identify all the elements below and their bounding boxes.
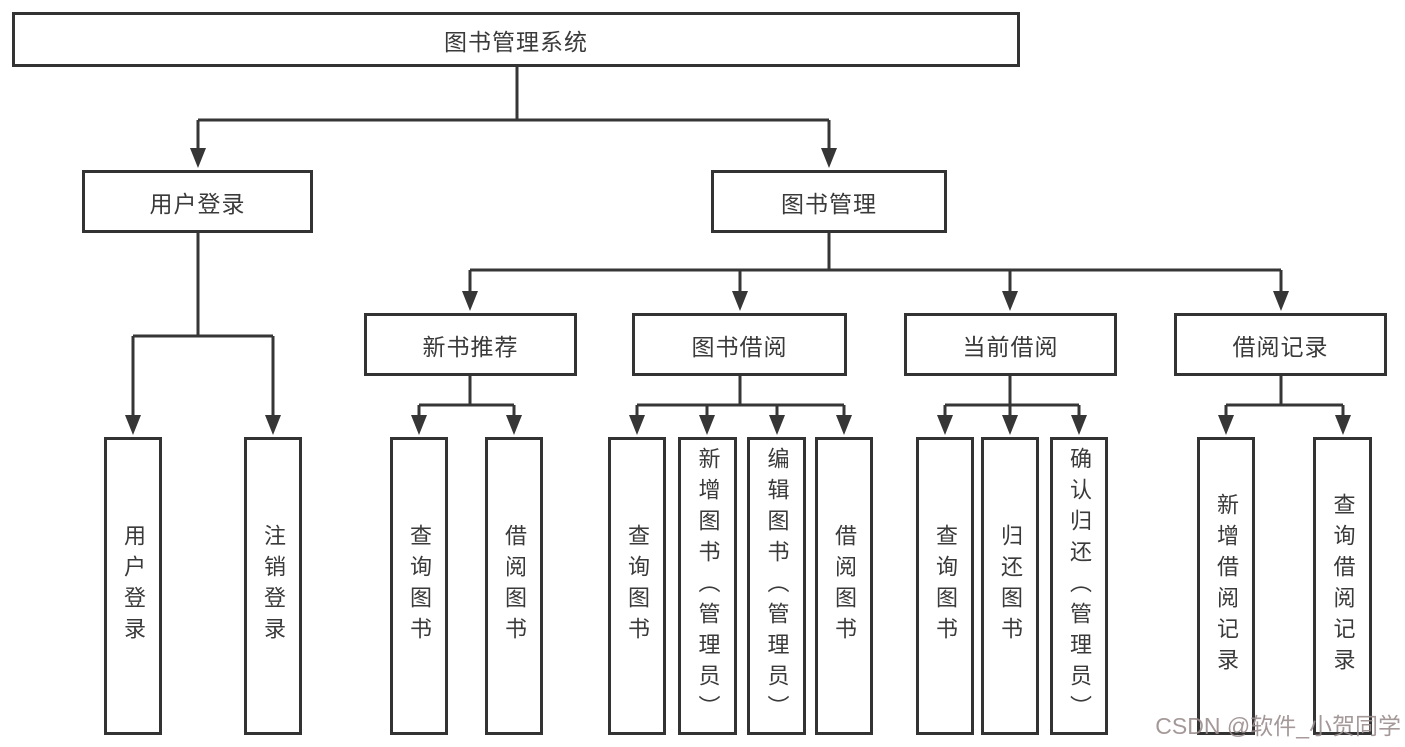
node-library-management-system-label: 图书管理系统 — [444, 28, 588, 55]
arrow-down-icon — [265, 415, 281, 435]
node-current-borrowing: 当前借阅 — [904, 313, 1117, 376]
node-library-management-system: 图书管理系统 — [12, 12, 1020, 67]
leaf-edit-book-admin: 编辑图书（管理员） — [747, 437, 806, 735]
arrow-down-icon — [1002, 415, 1018, 435]
leaf-query-books-borrowing-label: 查询图书 — [625, 524, 650, 648]
arrow-down-icon — [1002, 291, 1018, 311]
node-borrowing-records-label: 借阅记录 — [1232, 333, 1329, 360]
leaf-return-book-label: 归还图书 — [998, 524, 1023, 648]
arrow-down-icon — [411, 415, 427, 435]
leaf-query-books-current: 查询图书 — [916, 437, 974, 735]
leaf-borrow-books-recommend-label: 借阅图书 — [502, 524, 527, 648]
leaf-return-book: 归还图书 — [981, 437, 1039, 735]
arrow-down-icon — [506, 415, 522, 435]
leaf-confirm-return-admin: 确认归还（管理员） — [1050, 437, 1108, 735]
arrow-down-icon — [769, 415, 785, 435]
arrow-down-icon — [821, 148, 837, 168]
node-book-management: 图书管理 — [711, 170, 947, 233]
node-new-book-recommendation: 新书推荐 — [364, 313, 577, 376]
node-current-borrowing-label: 当前借阅 — [962, 333, 1059, 360]
leaf-borrow-books-borrowing-label: 借阅图书 — [832, 524, 857, 648]
arrow-down-icon — [190, 148, 206, 168]
leaf-borrow-books-borrowing: 借阅图书 — [815, 437, 873, 735]
connector-borrowing-to-leaves — [635, 376, 846, 418]
leaf-confirm-return-admin-label: 确认归还（管理员） — [1067, 446, 1092, 726]
arrow-down-icon — [732, 291, 748, 311]
arrow-down-icon — [836, 415, 852, 435]
arrow-down-icon — [1273, 291, 1289, 311]
arrow-down-icon — [1071, 415, 1087, 435]
arrow-down-icon — [462, 291, 478, 311]
leaf-logout-label: 注销登录 — [261, 524, 286, 648]
connector-bookmgmt-to-level3 — [468, 233, 1283, 294]
leaf-user-login: 用户登录 — [104, 437, 162, 735]
node-user-login-label: 用户登录 — [149, 190, 246, 217]
arrow-down-icon — [1335, 415, 1351, 435]
node-user-login: 用户登录 — [82, 170, 313, 233]
leaf-edit-book-admin-label: 编辑图书（管理员） — [764, 446, 790, 726]
arrow-down-icon — [629, 415, 645, 435]
leaf-logout: 注销登录 — [244, 437, 302, 735]
connector-newbook-to-leaves — [417, 376, 516, 418]
connector-userlogin-to-leaves — [131, 233, 275, 418]
connector-root-to-level2 — [196, 66, 831, 152]
arrowheads — [125, 148, 1351, 435]
arrow-down-icon — [125, 415, 141, 435]
leaf-user-login-label: 用户登录 — [121, 524, 146, 648]
leaf-add-borrow-record: 新增借阅记录 — [1197, 437, 1255, 735]
leaf-add-book-admin: 新增图书（管理员） — [678, 437, 737, 735]
leaf-borrow-books-recommend: 借阅图书 — [485, 437, 543, 735]
connector-records-to-leaves — [1224, 376, 1345, 418]
leaf-query-books-borrowing: 查询图书 — [608, 437, 666, 735]
leaf-query-books-recommend-label: 查询图书 — [407, 524, 432, 648]
leaf-add-borrow-record-label: 新增借阅记录 — [1214, 493, 1239, 679]
leaf-add-book-admin-label: 新增图书（管理员） — [695, 446, 721, 726]
leaf-query-borrow-record-label: 查询借阅记录 — [1330, 493, 1356, 679]
arrow-down-icon — [937, 415, 953, 435]
arrow-down-icon — [1218, 415, 1234, 435]
connector-current-to-leaves — [943, 376, 1081, 418]
node-borrowing-records: 借阅记录 — [1174, 313, 1387, 376]
csdn-watermark: CSDN @软件_小贺同学 — [1155, 713, 1401, 739]
leaf-query-books-current-label: 查询图书 — [933, 524, 958, 648]
node-book-borrowing-label: 图书借阅 — [691, 333, 788, 360]
node-new-book-recommendation-label: 新书推荐 — [422, 333, 519, 360]
arrow-down-icon — [699, 415, 715, 435]
leaf-query-books-recommend: 查询图书 — [390, 437, 448, 735]
leaf-query-borrow-record: 查询借阅记录 — [1313, 437, 1372, 735]
node-book-borrowing: 图书借阅 — [632, 313, 847, 376]
node-book-management-label: 图书管理 — [781, 190, 877, 217]
